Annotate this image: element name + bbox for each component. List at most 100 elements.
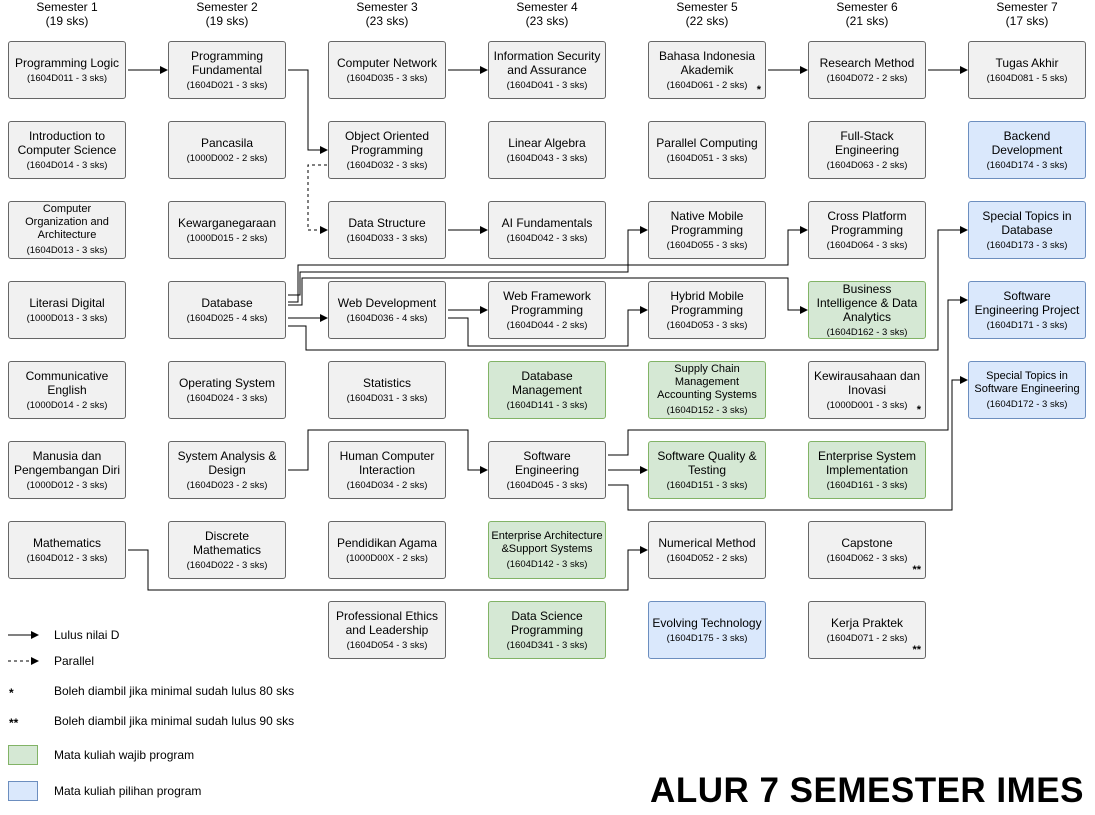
course-box: Software Engineering Project(1604D171 - … (968, 281, 1086, 339)
course-code: (1604D081 - 5 sks) (986, 72, 1068, 84)
course-code: (1000D001 - 3 sks) (826, 399, 908, 411)
course-code: (1604D025 - 4 sks) (186, 312, 268, 324)
double-star-icon: ** (912, 644, 921, 656)
course-box: Kewirausahaan dan Inovasi(1000D001 - 3 s… (808, 361, 926, 419)
course-code: (1604D041 - 3 sks) (506, 79, 588, 91)
course-code: (1000D014 - 2 sks) (26, 399, 108, 411)
course-title: Backend Development (991, 128, 1063, 157)
semester-header: Semester 6(21 sks) (836, 0, 898, 28)
course-code: (1000D015 - 2 sks) (186, 232, 268, 244)
course-title: Linear Algebra (508, 135, 586, 150)
course-title: Software Engineering Project (974, 288, 1080, 317)
course-box: Discrete Mathematics(1604D022 - 3 sks) (168, 521, 286, 579)
course-code: (1604D054 - 3 sks) (346, 639, 428, 651)
star-icon: * (756, 84, 761, 96)
arrow (288, 277, 808, 314)
course-code: (1604D023 - 2 sks) (186, 479, 268, 491)
course-code: (1604D052 - 2 sks) (666, 552, 748, 564)
course-title: Literasi Digital (29, 295, 105, 310)
course-title: Software Quality & Testing (657, 448, 757, 477)
course-code: (1604D151 - 3 sks) (666, 479, 748, 491)
star-icon: * (9, 686, 14, 700)
course-title: Cross Platform Programming (827, 208, 907, 237)
course-box: Programming Logic(1604D011 - 3 sks) (8, 41, 126, 99)
course-box: Linear Algebra (1604D043 - 3 sks) (488, 121, 606, 179)
page-title: ALUR 7 SEMESTER IMES (650, 771, 1084, 810)
course-box: Database(1604D025 - 4 sks) (168, 281, 286, 339)
course-code: (1604D051 - 3 sks) (666, 152, 748, 164)
course-code: (1604D031 - 3 sks) (346, 392, 428, 404)
course-title: Computer Organization and Architecture (25, 203, 109, 241)
course-box: Human Computer Interaction (1604D034 - 2 … (328, 441, 446, 499)
legend-star1-label: Boleh diambil jika minimal sudah lulus 8… (54, 684, 295, 698)
course-code: (1604D161 - 3 sks) (826, 479, 908, 491)
course-code: (1000D002 - 2 sks) (186, 152, 268, 164)
course-box: AI Fundamentals(1604D042 - 3 sks) (488, 201, 606, 259)
course-title: Computer Network (336, 55, 438, 70)
course-code: (1604D024 - 3 sks) (186, 392, 268, 404)
course-title: Pendidikan Agama (336, 535, 438, 550)
course-box: Professional Ethics and Leadership(1604D… (328, 601, 446, 659)
semester-header: Semester 1(19 sks) (36, 0, 98, 28)
arrow (288, 69, 328, 154)
course-code: (1604D071 - 2 sks) (826, 632, 908, 644)
course-code: (1604D042 - 3 sks) (506, 232, 588, 244)
course-box: Hybrid Mobile Programming (1604D053 - 3 s… (648, 281, 766, 339)
course-title: Manusia dan Pengembangan Diri (13, 448, 121, 477)
arrow (608, 376, 968, 511)
course-box: Full-Stack Engineering(1604D063 - 2 sks) (808, 121, 926, 179)
course-title: Introduction to Computer Science (17, 128, 117, 157)
course-box: Numerical Method(1604D052 - 2 sks) (648, 521, 766, 579)
arrow (128, 546, 648, 591)
course-code: (1000D00X - 2 sks) (346, 552, 428, 564)
course-title: Database Management (511, 368, 583, 397)
course-title: Human Computer Interaction (339, 448, 435, 477)
course-box: Object Oriented Programming(1604D032 - 3… (328, 121, 446, 179)
double-star-icon: ** (9, 716, 19, 730)
course-title: Business Intelligence & Data Analytics (816, 281, 918, 324)
course-code: (1604D152 - 3 sks) (666, 405, 748, 416)
arrow (288, 226, 968, 351)
course-title: Enterprise System Implementation (817, 448, 917, 477)
course-box: Data Structure(1604D033 - 3 sks) (328, 201, 446, 259)
course-title: Programming Fundamental (190, 48, 264, 77)
course-code: (1604D032 - 3 sks) (346, 159, 428, 171)
course-title: Special Topics in Database (982, 208, 1072, 237)
semester-header: Semester 4(23 sks) (516, 0, 578, 28)
course-code: (1604D053 - 3 sks) (666, 319, 748, 331)
course-title: Kewarganegaraan (177, 215, 277, 230)
arrow (288, 429, 488, 474)
star-icon: * (916, 404, 921, 416)
course-title: Hybrid Mobile Programming (670, 288, 744, 317)
course-title: Capstone (841, 535, 893, 550)
green-swatch (8, 745, 38, 765)
course-box: Evolving Technology(1604D175 - 3 sks) (648, 601, 766, 659)
course-code: (1604D021 - 3 sks) (186, 79, 268, 91)
arrow (608, 296, 968, 456)
course-box: Literasi Digital(1000D013 - 3 sks) (8, 281, 126, 339)
course-code: (1604D162 - 3 sks) (826, 326, 908, 338)
course-box: Mathematics(1604D012 - 3 sks) (8, 521, 126, 579)
course-code: (1604D014 - 3 sks) (26, 159, 108, 171)
course-code: (1604D341 - 3 sks) (506, 639, 588, 651)
course-box: Native Mobile Programming(1604D055 - 3 s… (648, 201, 766, 259)
course-code: (1604D034 - 2 sks) (346, 479, 428, 491)
semester-header: Semester 7(17 sks) (996, 0, 1058, 28)
course-title: Web Framework Programming (503, 288, 591, 317)
course-box: Bahasa Indonesia Akademik(1604D061 - 2 s… (648, 41, 766, 99)
course-box: Software Engineering(1604D045 - 3 sks) (488, 441, 606, 499)
semester-header: Semester 2(19 sks) (196, 0, 258, 28)
semester-header: Semester 3(23 sks) (356, 0, 418, 28)
course-title: Data Science Programming (510, 608, 584, 637)
course-box: Backend Development(1604D174 - 3 sks) (968, 121, 1086, 179)
arrow (288, 226, 808, 303)
course-title: Information Security and Assurance (493, 48, 601, 77)
course-box: Web Framework Programming(1604D044 - 2 s… (488, 281, 606, 339)
course-code: (1604D043 - 3 sks) (506, 152, 588, 164)
course-box: Pancasila(1000D002 - 2 sks) (168, 121, 286, 179)
arrow-dashed (307, 164, 328, 234)
course-box: Research Method(1604D072 - 2 sks) (808, 41, 926, 99)
legend-star2-label: Boleh diambil jika minimal sudah lulus 9… (54, 714, 295, 728)
course-box: Kewarganegaraan (1000D015 - 2 sks) (168, 201, 286, 259)
